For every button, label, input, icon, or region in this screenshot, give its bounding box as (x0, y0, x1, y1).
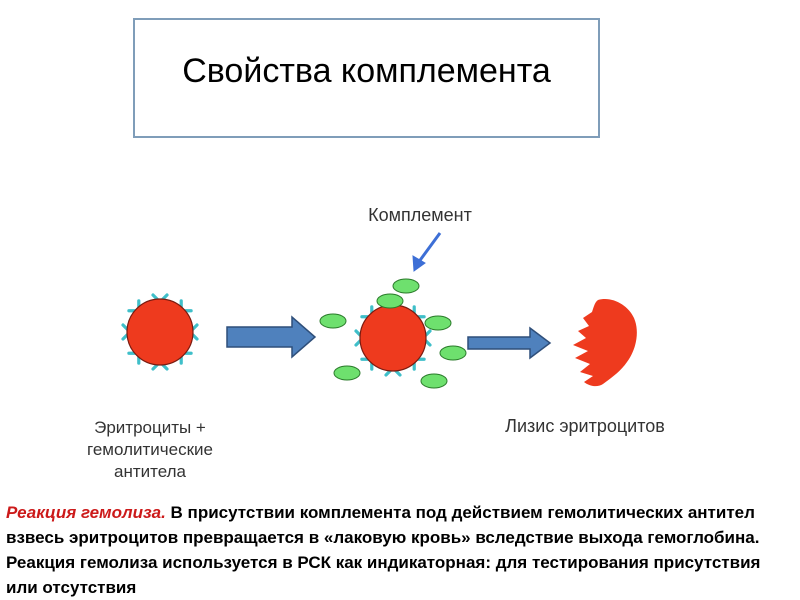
lysis-label: Лизис эритроцитов (505, 416, 665, 436)
slide-title: Свойства комплемента (182, 52, 551, 90)
erythrocytes-label-line-1: Эритроциты + (94, 418, 206, 437)
title-box: Свойства комплемента (133, 18, 600, 138)
arrow-right-2 (467, 326, 552, 360)
erythrocytes-label-line-2: гемолитические (87, 440, 213, 459)
lysed-erythrocyte (573, 299, 637, 387)
complement-molecule (439, 345, 467, 361)
complement-molecule (376, 293, 404, 309)
erythrocyte-cell-1 (126, 298, 194, 366)
erythrocyte-cell-2 (359, 304, 427, 372)
complement-pointer-arrow (412, 232, 442, 272)
complement-molecule (392, 278, 420, 294)
description-body: В присутствии комплемента под действием … (6, 503, 761, 597)
complement-molecule (319, 313, 347, 329)
erythrocytes-label-line-3: антитела (114, 462, 186, 481)
complement-molecule (424, 315, 452, 331)
description-lead: Реакция гемолиза. (6, 503, 166, 522)
erythrocytes-label: Эритроциты + гемолитические антитела (60, 417, 240, 483)
arrow-right-1 (226, 315, 317, 359)
complement-molecule (333, 365, 361, 381)
complement-molecule (420, 373, 448, 389)
complement-label: Комплемент (368, 205, 472, 225)
description-text: Реакция гемолиза. В присутствии комплеме… (6, 500, 794, 600)
complement-molecules (319, 278, 467, 389)
